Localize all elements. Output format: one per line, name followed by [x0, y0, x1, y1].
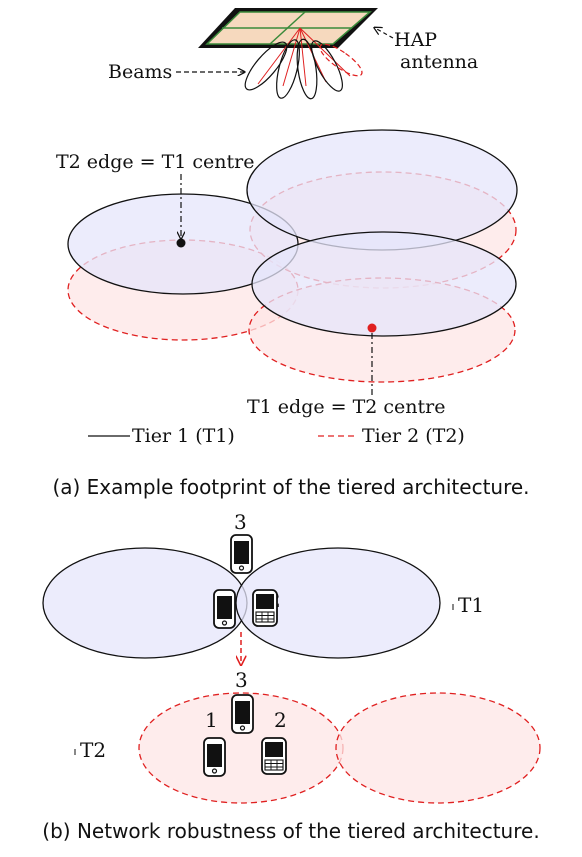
t1-edge-marker — [367, 323, 377, 333]
keyboard-phone-icon — [261, 737, 287, 775]
beams-label: Beams — [108, 61, 172, 83]
antenna-label-line1: HAP — [394, 29, 437, 51]
device-number-3-t1: 3 — [234, 510, 247, 534]
keyboard-phone-icon — [252, 589, 278, 627]
beams — [244, 27, 363, 100]
t1-edge-label: T1 edge = T2 centre — [247, 396, 446, 418]
device-number-3-t2: 3 — [235, 668, 248, 692]
t2-edge-label: T2 edge = T1 centre — [56, 151, 255, 173]
antenna-pointer-arrow — [375, 28, 394, 39]
t2-edge-marker — [176, 238, 186, 248]
tier2-cell-right — [335, 692, 541, 804]
caption-a: (a) Example footprint of the tiered arch… — [52, 475, 529, 499]
tier2-cells — [138, 692, 541, 804]
legend-tier1-label: Tier 1 (T1) — [132, 425, 235, 447]
legend: Tier 1 (T1) Tier 2 (T2) — [88, 425, 465, 447]
device-number-1-t2: 1 — [205, 708, 218, 732]
caption-b: (b) Network robustness of the tiered arc… — [42, 819, 539, 843]
t2-cell-label: T2 — [80, 738, 106, 762]
device-number-2-t2: 2 — [274, 708, 287, 732]
smartphone-icon — [231, 694, 254, 734]
smartphone-icon — [213, 589, 236, 629]
antenna-label-line2: antenna — [400, 51, 478, 73]
smartphone-icon — [230, 534, 253, 574]
legend-tier2-label: Tier 2 (T2) — [362, 425, 465, 447]
tier1-cell-right — [235, 547, 441, 659]
tier1-ellipse — [251, 231, 517, 337]
hap-antenna — [198, 8, 378, 48]
t1-cell-label: T1 — [458, 593, 484, 617]
smartphone-icon — [203, 737, 226, 777]
tier1-cells — [42, 547, 441, 659]
